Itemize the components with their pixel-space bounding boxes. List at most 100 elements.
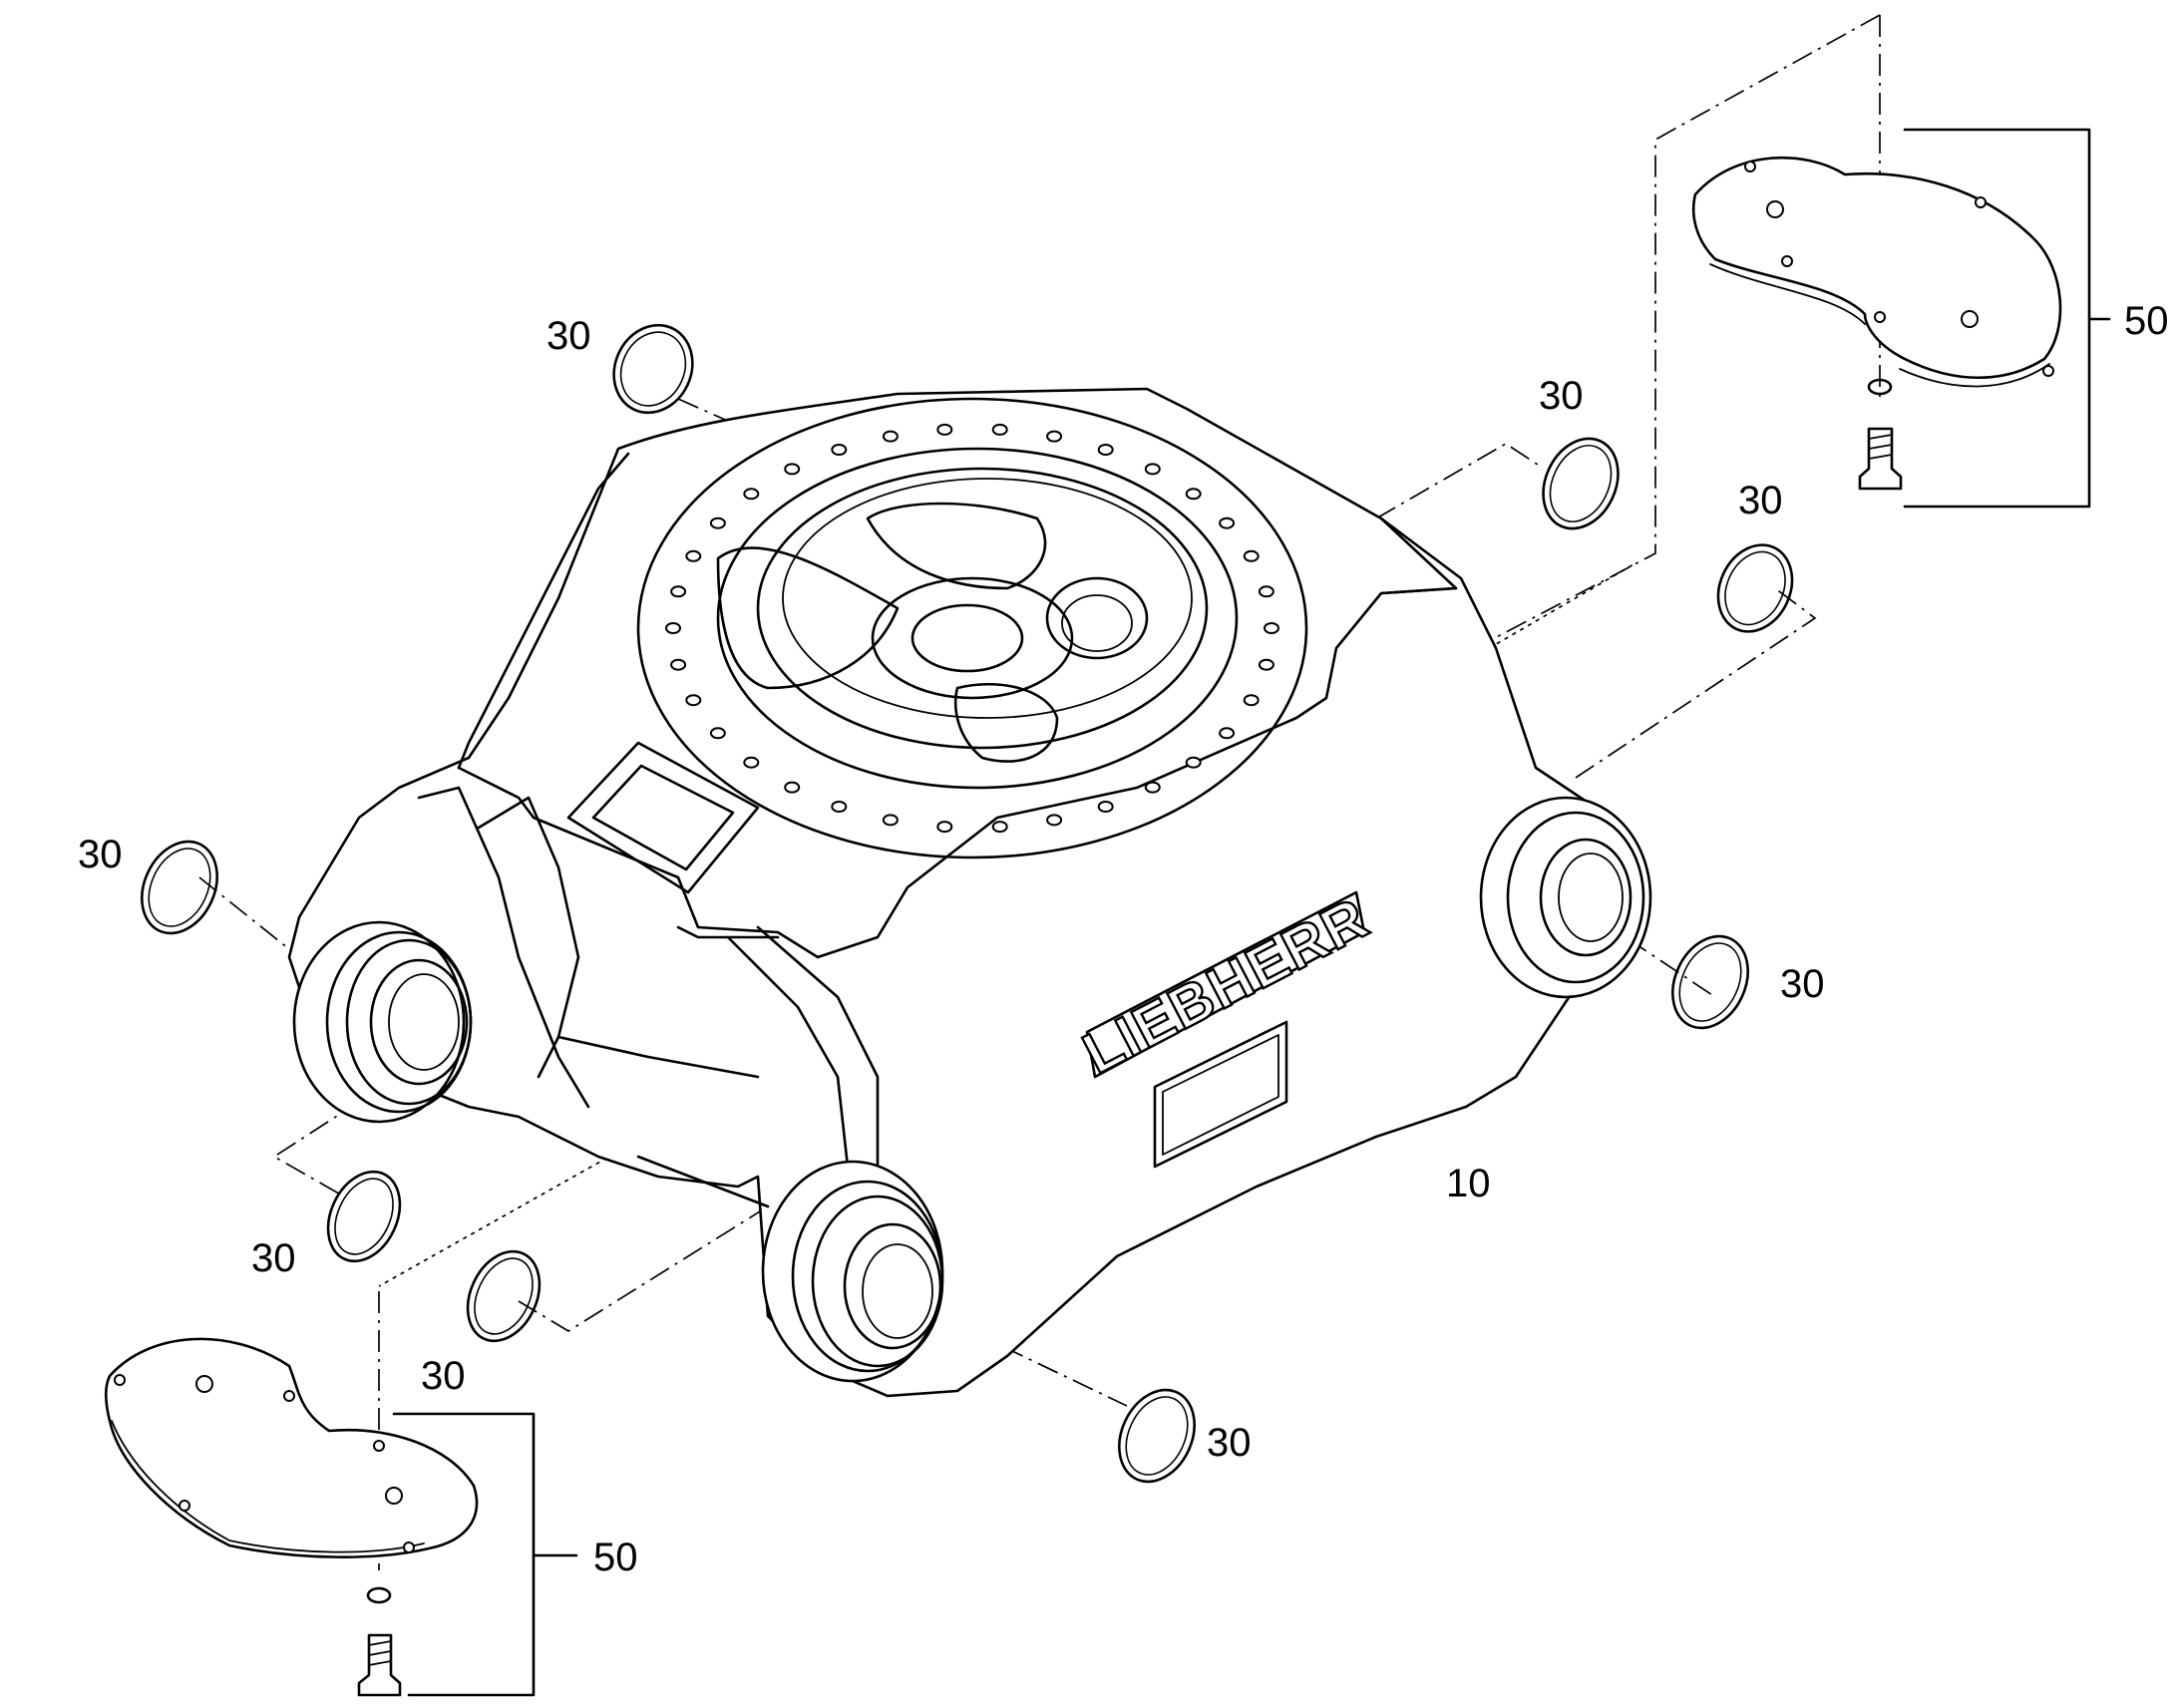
bolt-hole: [882, 814, 899, 827]
cover-top-hole-4: [1975, 196, 1987, 208]
inspection-plate-inner: [591, 764, 735, 871]
left-connector: [636, 1155, 770, 1208]
inner-bearing: [1045, 576, 1149, 660]
bolt-hole: [831, 801, 848, 813]
callout-o-ring-right-upper: 30: [1738, 479, 1783, 522]
lug-right-ring: [1506, 811, 1645, 984]
hub-spoke-bottom: [953, 682, 1059, 763]
cover-bottom-hole-2: [385, 1487, 403, 1505]
lug-left-bore: [369, 958, 469, 1086]
slewing-ring-inner: [716, 447, 1239, 790]
bolt-hole: [1243, 549, 1260, 562]
bolt-hole: [1219, 516, 1236, 529]
bolt-hole: [1185, 488, 1202, 501]
left-arm-outer: [417, 786, 590, 1109]
lug-left-ring2: [345, 938, 473, 1106]
callout-o-ring-left: 30: [78, 833, 123, 876]
bolt-hole: [1097, 444, 1114, 456]
o-ring-right-lower-inner: [1678, 942, 1742, 1022]
inner-bearing-race: [1061, 594, 1133, 652]
o-ring-right-upper: [1716, 543, 1794, 633]
cover-top-hole-2: [1961, 310, 1979, 328]
o-ring-bottom-inner: [1125, 1396, 1189, 1476]
cover-bottom-hole-4: [283, 1390, 295, 1402]
cover-plate-bottom-edge: [111, 1420, 425, 1553]
deck-lip: [676, 925, 780, 939]
o-rings: [141, 323, 1794, 1484]
cover-top-hole-1: [1766, 200, 1784, 218]
lug-front-bore: [843, 1222, 942, 1350]
bolt-hole: [1097, 801, 1114, 813]
o-ring-left-inner: [148, 848, 211, 927]
o-ring-left-lower-inner: [334, 1178, 394, 1255]
cover-plate-top-right: [1691, 128, 2111, 509]
swing-frame-body: LIEBHERR: [287, 387, 1652, 1398]
top-deck-edge: [457, 452, 630, 770]
bolt-hole: [743, 488, 760, 501]
cover-bottom-hole-6: [179, 1500, 190, 1512]
logo-plate-outline: [1085, 890, 1366, 1079]
hub-spoke-left: [716, 546, 900, 690]
cover-plate-top: [1691, 156, 2062, 379]
o-ring-top-right-inner: [1549, 445, 1613, 522]
lug-right-outer: [1479, 796, 1652, 999]
o-ring-front: [466, 1249, 542, 1343]
leader-top-cover: [1380, 14, 1881, 699]
cover-top-hole-6: [1874, 311, 1886, 323]
bolt-hole: [1185, 756, 1202, 769]
o-ring-top-right: [1542, 437, 1620, 530]
center-hub-bore: [910, 603, 1024, 673]
lug-left-bore-inner: [388, 973, 460, 1071]
bolt-hole: [991, 423, 1008, 436]
cover-plate-bottom-left: [104, 1337, 578, 1697]
bolt-hole: [882, 430, 899, 443]
slewing-ring-bolt-holes: [665, 423, 1279, 834]
washer-bottom: [366, 1586, 392, 1604]
bolt-hole: [784, 463, 801, 476]
o-ring-right-lower: [1671, 934, 1749, 1030]
callout-swing-frame: 10: [1446, 1162, 1491, 1205]
bolt-hole: [685, 549, 702, 562]
cover-bottom-hole-5: [373, 1440, 385, 1452]
callout-o-ring-bottom: 30: [1207, 1421, 1252, 1465]
cover-top-hole-5: [2042, 365, 2054, 377]
callout-o-ring-right-lower: 30: [1780, 962, 1825, 1006]
bolt-top-thread: [1868, 434, 1893, 460]
left-arm-web: [556, 1035, 760, 1079]
leader-top-right-oring: [1375, 443, 1542, 519]
bolt-hole: [670, 658, 687, 671]
bolt-hole: [1258, 658, 1274, 671]
bolt-hole: [1144, 463, 1161, 476]
bolt-hole: [936, 821, 953, 834]
callout-cover-top: 50: [2124, 299, 2169, 343]
bolt-hole: [670, 585, 687, 598]
top-deck-front-edge: [457, 586, 1458, 959]
bolt-hole: [709, 516, 726, 529]
lug-right-bore: [1539, 838, 1633, 957]
bolt-hole: [685, 694, 702, 707]
lug-front-ring2: [811, 1195, 944, 1368]
bolt-hole: [1144, 781, 1161, 794]
inspection-plate: [566, 741, 760, 894]
cover-bottom-hole-3: [114, 1374, 126, 1386]
type-plate-inner: [1162, 1034, 1279, 1156]
bolt-hole: [709, 727, 726, 740]
bolt-hole: [784, 781, 801, 794]
bolt-hole: [1219, 727, 1236, 740]
bolt-hole: [743, 756, 760, 769]
cover-plate-top-edge: [1709, 263, 2050, 388]
bolt-bottom-thread: [368, 1640, 392, 1666]
slewing-ring-bore: [756, 467, 1209, 750]
o-ring-left-lower: [326, 1170, 402, 1263]
type-plate: [1153, 1020, 1288, 1169]
o-ring-front-inner: [474, 1257, 534, 1335]
slewing-ring-outer: [636, 397, 1308, 859]
o-ring-right-upper-inner: [1724, 550, 1786, 626]
bolt-hole: [936, 423, 953, 436]
bolt-hole: [1258, 585, 1274, 598]
callout-o-ring-left-lower: 30: [251, 1236, 296, 1280]
bolt-top: [1858, 427, 1903, 491]
hub-spoke-right: [866, 502, 1047, 590]
bolt-bottom: [357, 1633, 402, 1697]
